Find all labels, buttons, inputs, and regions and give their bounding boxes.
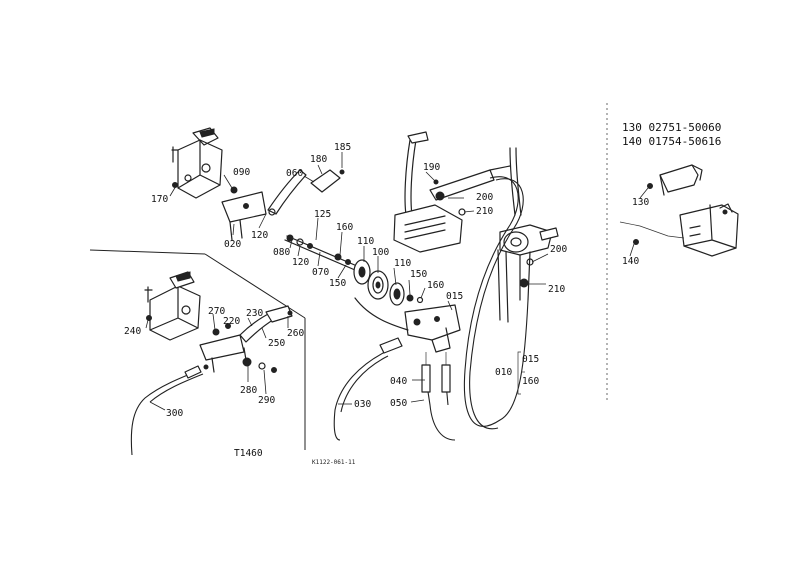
callout-130: 130 — [632, 197, 649, 208]
callout-125: 125 — [314, 209, 331, 220]
callout-200-a: 200 — [476, 192, 493, 203]
group-label-main: 010 — [495, 367, 512, 378]
callout-120-a: 120 — [251, 230, 268, 241]
callout-150-b: 150 — [410, 269, 427, 280]
part-number-block: 130 02751-50060 140 01754-50616 — [622, 121, 721, 148]
side-panel-parts — [619, 164, 739, 257]
callout-270: 270 — [208, 306, 225, 317]
callout-230: 230 — [246, 308, 263, 319]
callout-150-a: 150 — [329, 278, 346, 289]
callout-210-b: 210 — [548, 284, 565, 295]
callout-190: 190 — [423, 162, 440, 173]
callout-210-a: 210 — [476, 206, 493, 217]
callout-050: 050 — [390, 398, 407, 409]
group-bracket — [517, 351, 521, 395]
control-cables — [333, 176, 529, 441]
callout-170: 170 — [151, 194, 168, 205]
callout-160-b: 160 — [427, 280, 444, 291]
callout-020: 020 — [224, 239, 241, 250]
cable-300 — [130, 364, 209, 456]
callout-leaders — [145, 152, 649, 411]
callout-100: 100 — [372, 247, 389, 258]
pulley-assembly — [353, 259, 424, 306]
callout-110-b: 110 — [394, 258, 411, 269]
callout-labels: 170 090 020 120 060 180 185 080 120 070 … — [124, 142, 649, 419]
callout-090: 090 — [233, 167, 250, 178]
callout-015: 015 — [446, 291, 463, 302]
figure-code: T1460 — [234, 448, 263, 459]
callout-300: 300 — [166, 408, 183, 419]
callout-220: 220 — [223, 316, 240, 327]
callout-180: 180 — [310, 154, 327, 165]
callout-070: 070 — [312, 267, 329, 278]
drawing-code: K1122-061-11 — [312, 459, 356, 466]
callout-280: 280 — [240, 385, 257, 396]
callout-250: 250 — [268, 338, 285, 349]
group-label-bottom: 160 — [522, 376, 539, 387]
callout-290: 290 — [258, 395, 275, 406]
brake-pedal-bracket-assembly — [171, 127, 267, 241]
callout-080: 080 — [273, 247, 290, 258]
callout-260: 260 — [287, 328, 304, 339]
callout-160-a: 160 — [336, 222, 353, 233]
right-lever-assembly — [497, 147, 559, 323]
shaft-070 — [284, 234, 358, 271]
callout-120-b: 120 — [292, 257, 309, 268]
callout-060: 060 — [286, 168, 303, 179]
group-label-top: 015 — [522, 354, 539, 365]
inset-divider-top — [89, 249, 206, 255]
callout-200-b: 200 — [550, 244, 567, 255]
callout-110-a: 110 — [357, 236, 374, 247]
callout-030: 030 — [354, 399, 371, 410]
callout-140: 140 — [622, 256, 639, 267]
callout-240: 240 — [124, 326, 141, 337]
part-number-line-2: 140 01754-50616 — [622, 135, 721, 148]
center-lever-assembly — [393, 131, 511, 253]
main-bracket-015 — [354, 297, 461, 353]
inset-bracket-assembly — [144, 271, 293, 373]
callout-185: 185 — [334, 142, 351, 153]
callout-040: 040 — [390, 376, 407, 387]
part-number-line-1: 130 02751-50060 — [622, 121, 721, 134]
pedal-arm-060 — [267, 169, 345, 216]
